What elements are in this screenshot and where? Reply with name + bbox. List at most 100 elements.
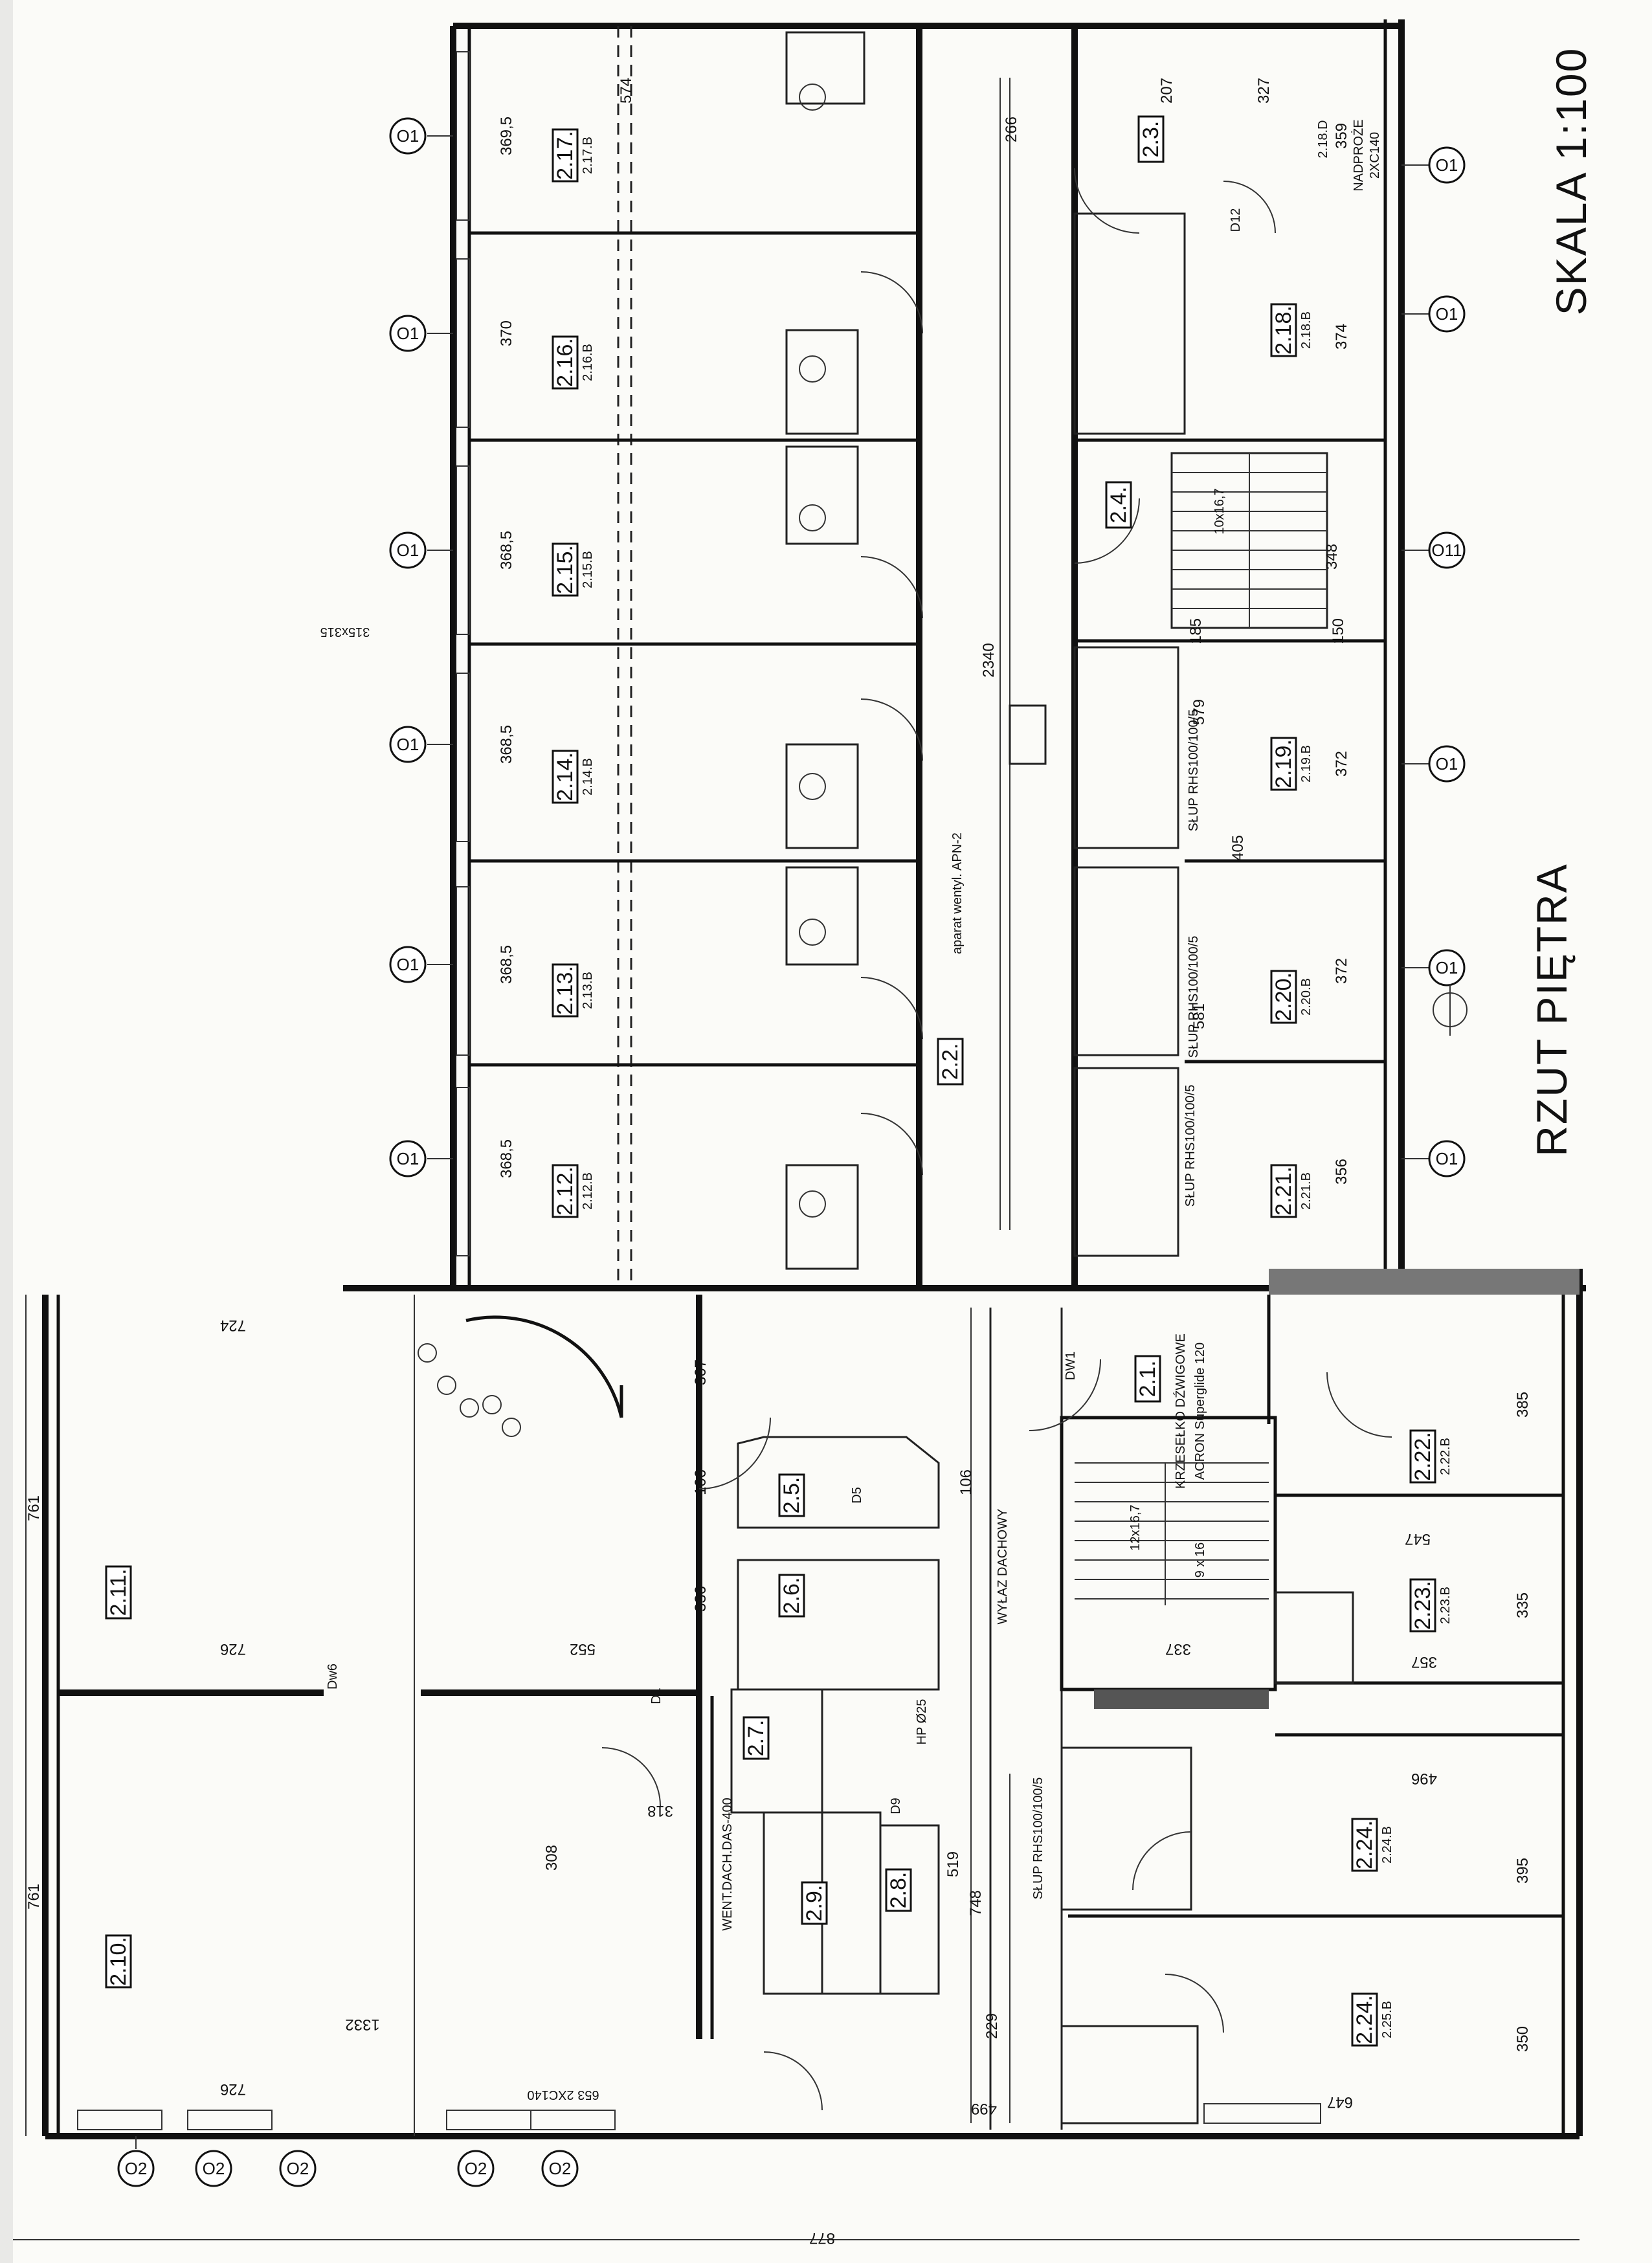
room-sub: 2.22.B <box>1438 1438 1453 1475</box>
room-number: 2.23. <box>1411 1581 1435 1630</box>
plan-title: RZUT PIĘTRA <box>1528 863 1576 1156</box>
axis-tag-label: O2 <box>287 2159 309 2178</box>
room-label: 2.12. 2.12.B <box>552 1164 595 1218</box>
axis-tag: O1 <box>389 946 427 983</box>
dimension: 307 <box>692 1359 709 1385</box>
room-sub: 2.20.B <box>1299 978 1313 1016</box>
dimension: 519 <box>944 1851 962 1877</box>
axis-guides <box>135 135 1431 2149</box>
paper-upper <box>13 0 1652 984</box>
room-label: 2.21. 2.21.B <box>1270 1164 1313 1218</box>
room-number: 2.9. <box>802 1885 827 1922</box>
room-label: 2.20. 2.20.B <box>1270 970 1313 1024</box>
dimension: 318 <box>647 1802 673 1820</box>
column-note: SŁUP RHS100/100/5 <box>1183 1085 1198 1207</box>
drawing-title: RZUT PIĘTRA SKALA 1:100 <box>1433 47 1595 1157</box>
room-sub: 2.18.B <box>1299 311 1313 349</box>
room-number: 2.6. <box>779 1577 804 1614</box>
dimension: 336 <box>692 1586 709 1612</box>
dimension: 337 <box>1165 1640 1191 1658</box>
axis-tag: O1 <box>1428 1140 1466 1177</box>
dimension: 395 <box>1514 1858 1532 1884</box>
dimension: 726 <box>220 2080 246 2098</box>
rooms-lower: 2.18. 2.18.B 2.19. 2.19.B 2.20. 2.20.B 2… <box>1270 303 1313 1218</box>
room-number: 2.18. <box>1271 306 1296 355</box>
axis-tag-label: O1 <box>397 955 419 974</box>
room-label: 2.15. 2.15.B <box>552 542 595 597</box>
room-number: 2.3. <box>1139 121 1163 158</box>
dimension: 356 <box>1333 1159 1350 1185</box>
dimension: 877 <box>809 2229 835 2247</box>
axis-tag: O1 <box>389 315 427 352</box>
dimension: 574 <box>618 78 635 104</box>
dimension: 2340 <box>980 643 998 677</box>
room-sub: 2.15.B <box>581 551 595 588</box>
room-number: 2.2. <box>938 1043 963 1080</box>
plan-scale: SKALA 1:100 <box>1547 47 1595 316</box>
dimension: 335 <box>1514 1592 1532 1618</box>
axis-tag: O1 <box>1428 295 1466 333</box>
axis-tag-label: O11 <box>1431 541 1462 560</box>
dimension: 552 <box>570 1640 596 1658</box>
axis-tag: O1 <box>389 1140 427 1177</box>
room-number: 2.22. <box>1411 1432 1435 1481</box>
axis-tag-label: O2 <box>203 2159 225 2178</box>
room-number: 2.8. <box>886 1872 911 1909</box>
axis-tag-label: O2 <box>549 2159 572 2178</box>
room-sub: 2.18.D <box>1316 120 1330 159</box>
dimension: 150 <box>1330 618 1347 644</box>
room-number: 2.10. <box>106 1937 131 1986</box>
room-number: 2.17. <box>553 131 577 180</box>
dimension: 368,5 <box>498 725 515 764</box>
axis-tag-label: O1 <box>397 1149 419 1168</box>
dimension: 350 <box>1514 2026 1532 2052</box>
dimensions-misc: 574 2340 266 207 327 185 150 348 405 579… <box>25 78 1532 2247</box>
axis-tags: O1 O1 O1 O1 O1 O1 O1 O1 O11 O1 O1 O1 O2 … <box>117 117 1466 2187</box>
dimension: 405 <box>1229 835 1247 861</box>
dimension: 348 <box>1323 544 1341 570</box>
dimension: 761 <box>25 1495 43 1521</box>
room-label: 2.13. 2.13.B <box>552 963 595 1018</box>
dimension: 368,5 <box>498 531 515 570</box>
axis-tag: O2 <box>457 2150 495 2187</box>
room-label: 2.19. 2.19.B <box>1270 737 1313 791</box>
dimension: 370 <box>498 320 515 346</box>
door-tag: DW1 <box>1064 1352 1078 1380</box>
upper-wing <box>343 19 1586 1291</box>
axis-tag: O1 <box>1428 745 1466 783</box>
axis-tag: O2 <box>117 2150 155 2187</box>
axis-tag: O2 <box>541 2150 579 2187</box>
room-sub: 2.21.B <box>1299 1172 1313 1210</box>
axis-tag: O2 <box>195 2150 232 2187</box>
room-number: 2.13. <box>553 966 577 1015</box>
room-number: 2.7. <box>744 1720 768 1757</box>
dimension: 368,5 <box>498 945 515 984</box>
axis-tag: O1 <box>1428 146 1466 184</box>
dimension: 372 <box>1333 751 1350 777</box>
door-tag: Dw6 <box>326 1664 340 1689</box>
roof-vent-note: WENT.DACH.DAS-400 <box>720 1798 735 1931</box>
dimension: 579 <box>1190 699 1208 725</box>
room-number: 2.24. <box>1352 1995 1377 2044</box>
axis-tag-label: O1 <box>397 735 419 754</box>
room-sub: 2.13.B <box>581 972 595 1009</box>
dimension: 647 <box>1327 2093 1353 2111</box>
stair-lift-model-note: ACRON Superglide 120 <box>1193 1343 1207 1480</box>
dimension: 374 <box>1333 324 1350 350</box>
column-note: SŁUP RHS100/100/5 <box>1187 709 1201 832</box>
lintel-spec-note: 2XC140 <box>1368 132 1382 179</box>
door-tag: D12 <box>1229 208 1243 232</box>
axis-tag-label: O1 <box>1436 1149 1458 1168</box>
room-number: 2.11. <box>106 1568 131 1616</box>
shaft-size: 315x315 <box>320 625 370 639</box>
axis-tag-label: O1 <box>1436 155 1458 175</box>
room-sub: 2.14.B <box>581 758 595 796</box>
dimension: 207 <box>1158 78 1176 104</box>
roof-hatch-note: WYŁAZ DACHOWY <box>996 1509 1010 1625</box>
room-number: 2.4. <box>1106 487 1131 524</box>
axis-tag: O11 <box>1428 531 1466 569</box>
stair-spec: 9 x 16 <box>1193 1543 1207 1577</box>
dimension: 229 <box>983 2013 1001 2039</box>
room-number: 2.20. <box>1271 972 1296 1021</box>
